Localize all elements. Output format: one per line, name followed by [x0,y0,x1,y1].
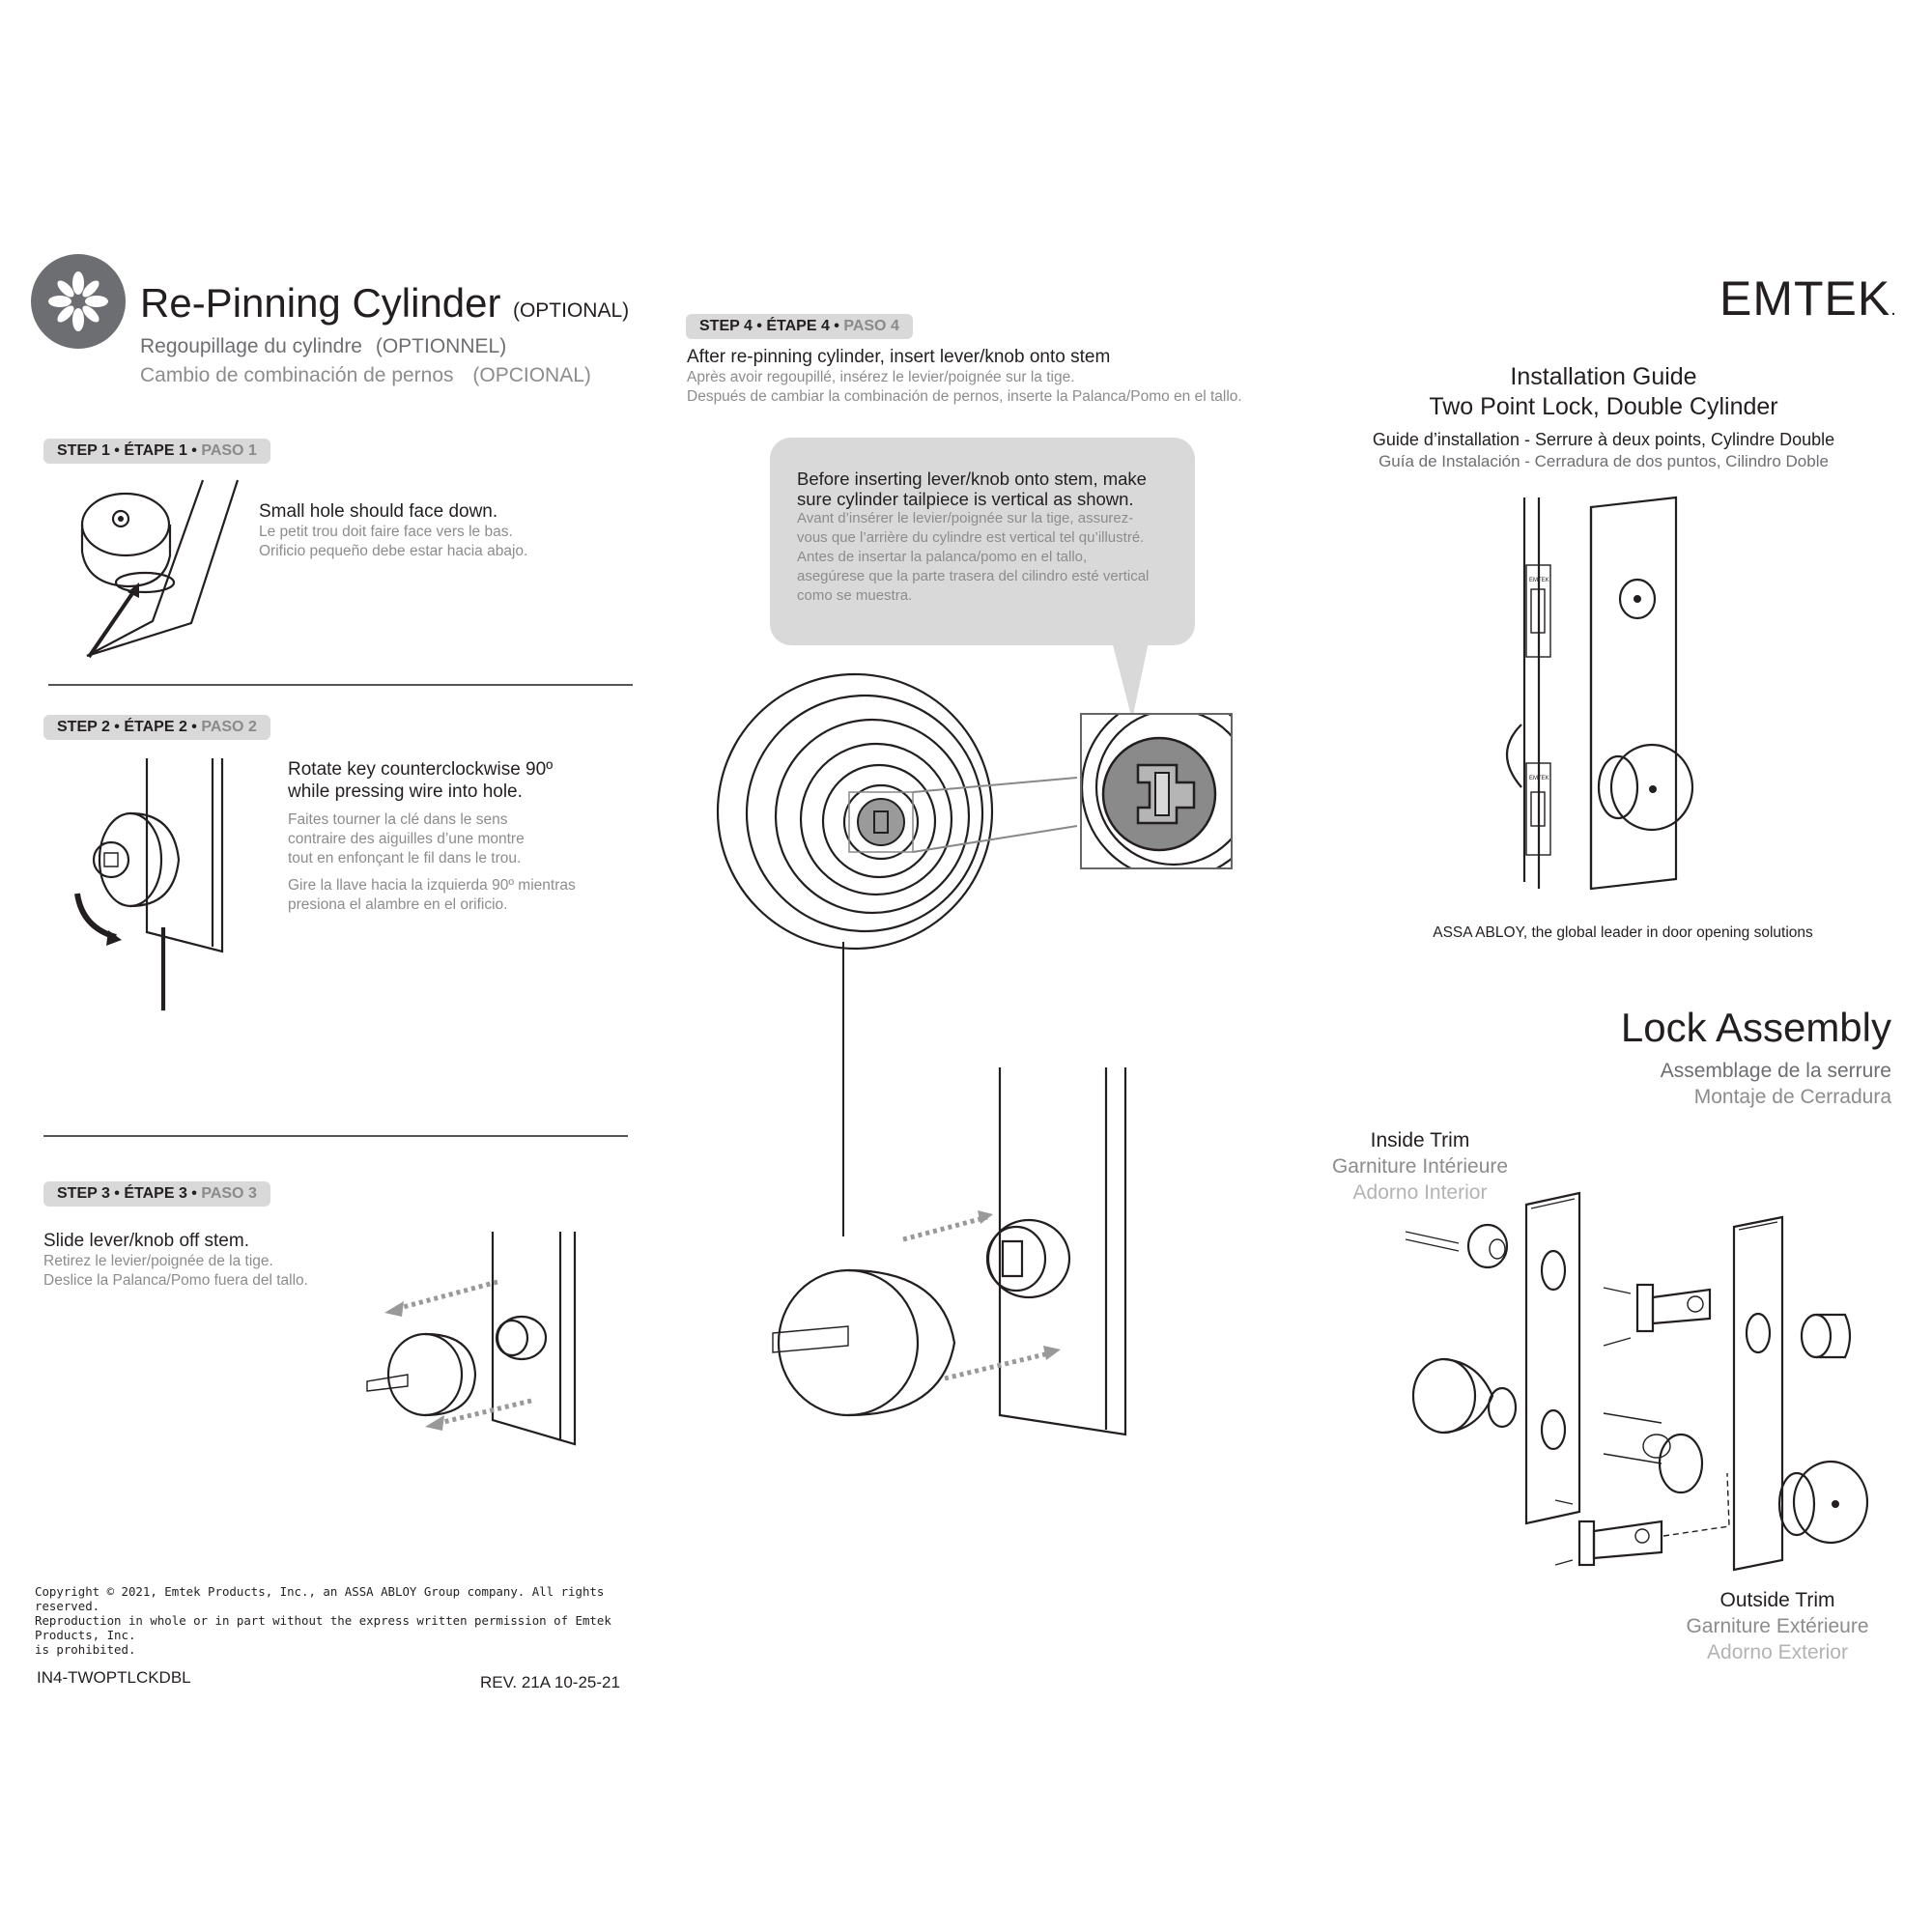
callout-fr-1: Avant d’insérer le levier/poignée sur la… [797,510,1134,526]
door-plate-label-upper: EMTEK [1529,578,1549,583]
tailpiece-zoom-icon [1082,715,1231,867]
guide-subtitle-fr: Guide d’installation - Serrure à deux po… [1372,430,1835,449]
page-subtitle-es: Cambio de combinación de pernos (OPCIONA… [140,364,591,387]
step3-text: Slide lever/knob off stem. Retirez le le… [43,1230,308,1291]
callout-en-1: Before inserting lever/knob onto stem, m… [797,469,1147,489]
step2-illustration [74,758,224,1011]
step4-heading: After re-pinning cylinder, insert lever/… [687,347,1111,367]
guide-titles: Installation Guide Two Point Lock, Doubl… [1333,362,1874,422]
copyright-line-1: Copyright © 2021, Emtek Products, Inc., … [35,1584,605,1613]
step4-assembly-illustration [772,1067,1127,1436]
step1-illustration [80,479,240,659]
callout-es-1: Antes de insertar la palanca/pomo en el … [797,549,1088,565]
brand-logo-text: EMTEK [1719,271,1891,326]
assembly-subtitle-es: Montaje de Cerradura [1693,1086,1891,1108]
step4-es: Después de cambiar la combinación de per… [687,388,1242,405]
step2-badge: STEP 2 • ÉTAPE 2 • PASO 2 [43,715,270,740]
step2-label-fr: ÉTAPE 2 • [124,719,197,735]
inside-trim-fr: Garniture Intérieure [1331,1155,1509,1178]
subtitle-fr-note: (OPTIONNEL) [375,335,507,357]
callout-es-3: como se muestra. [797,587,913,604]
door-lock-illustration [1506,496,1694,891]
connector-line [842,942,844,1236]
subtitle-es-note: (OPCIONAL) [472,364,591,386]
guide-title-2: Two Point Lock, Double Cylinder [1429,393,1778,420]
divider-2 [43,1135,628,1137]
brand-logo: EMTEK. [1719,270,1897,327]
step4-label-en: STEP 4 • [699,318,762,334]
subtitle-es-text: Cambio de combinación de pernos [140,364,454,386]
step3-label-en: STEP 3 • [57,1185,120,1202]
step1-es: Orificio pequeño debe estar hacia abajo. [259,543,528,559]
step2-fr-1: Faites tourner la clé dans le sens [288,811,508,828]
step4-text: After re-pinning cylinder, insert lever/… [687,346,1242,407]
page-subtitle-fr: Regoupillage du cylindre (OPTIONNEL) [140,335,506,358]
outside-trim-fr: Garniture Extérieure [1686,1615,1869,1637]
step1-heading: Small hole should face down. [259,501,498,522]
outside-trim-en: Outside Trim [1719,1589,1835,1611]
exploded-assembly-illustration [1405,1191,1869,1572]
callout-fr-2: vous que l’arrière du cylindre est verti… [797,529,1145,546]
guide-title-1: Installation Guide [1510,363,1697,390]
outside-trim-labels: Outside Trim Garniture Extérieure Adorno… [1671,1587,1884,1665]
page-title-text: Re-Pinning Cylinder [140,280,501,326]
outside-trim-es: Adorno Exterior [1707,1641,1848,1663]
step2-heading-1: Rotate key counterclockwise 90º [288,759,554,780]
step4-label-es: PASO 4 [843,318,899,334]
page-title: Re-Pinning Cylinder (OPTIONAL) [140,280,629,327]
cylinder-face-illustration [716,672,1078,951]
flower-petals-icon [48,271,108,331]
assa-abloy-tagline: ASSA ABLOY, the global leader in door op… [1433,924,1813,941]
step1-label-es: PASO 1 [201,442,257,459]
inside-trim-en: Inside Trim [1370,1129,1470,1151]
copyright-line-3: is prohibited. [35,1642,136,1657]
guide-subtitle-es: Guía de Instalación - Cerradura de dos p… [1378,452,1829,470]
step4-label-fr: ÉTAPE 4 • [766,318,839,334]
revision: REV. 21A 10-25-21 [480,1673,620,1691]
step1-fr: Le petit trou doit faire face vers le ba… [259,524,513,540]
copyright-notice: Copyright © 2021, Emtek Products, Inc., … [35,1584,643,1657]
step1-label-fr: ÉTAPE 1 • [124,442,197,459]
step2-text: Rotate key counterclockwise 90º while pr… [288,758,576,915]
step3-fr: Retirez le levier/poignée de la tige. [43,1253,273,1269]
divider-1 [48,684,633,686]
inside-trim-labels: Inside Trim Garniture Intérieure Adorno … [1314,1127,1526,1206]
step3-es: Deslice la Palanca/Pomo fuera del tallo. [43,1272,308,1289]
step2-fr-3: tout en enfonçant le fil dans le trou. [288,850,522,867]
step2-es-1: Gire la llave hacia la izquierda 90º mie… [288,877,576,894]
subtitle-fr-text: Regoupillage du cylindre [140,335,362,357]
callout-pointer [1111,638,1150,720]
brand-logo-mark: . [1890,298,1897,320]
step1-badge: STEP 1 • ÉTAPE 1 • PASO 1 [43,439,270,464]
inside-trim-es: Adorno Interior [1352,1181,1488,1204]
callout-bubble: Before inserting lever/knob onto stem, m… [770,438,1195,645]
step3-badge: STEP 3 • ÉTAPE 3 • PASO 3 [43,1181,270,1207]
door-plate-label-lower: EMTEK [1529,776,1549,781]
step1-label-en: STEP 1 • [57,442,120,459]
page-title-note: (OPTIONAL) [512,299,630,322]
step2-heading-2: while pressing wire into hole. [288,781,523,802]
callout-en-2: sure cylinder tailpiece is vertical as s… [797,489,1134,509]
step2-es-2: presiona el alambre en el orificio. [288,896,508,913]
step3-label-fr: ÉTAPE 3 • [124,1185,197,1202]
flower-badge-icon [31,254,126,349]
step3-label-es: PASO 3 [201,1185,257,1202]
step2-fr-2: contraire des aiguilles d’une montre [288,831,525,847]
step4-badge: STEP 4 • ÉTAPE 4 • PASO 4 [686,314,913,339]
doc-code: IN4-TWOPTLCKDBL [37,1668,191,1687]
callout-es-2: asegúrese que la parte trasera del cilin… [797,568,1150,584]
assembly-subtitle-fr: Assemblage de la serrure [1660,1060,1891,1082]
step2-label-en: STEP 2 • [57,719,120,735]
copyright-line-2: Reproduction in whole or in part without… [35,1613,611,1642]
step4-fr: Après avoir regoupillé, insérez le levie… [687,369,1075,385]
step3-heading: Slide lever/knob off stem. [43,1231,249,1251]
assembly-title: Lock Assembly [1620,1005,1891,1050]
tailpiece-zoom-detail [1080,713,1233,869]
step3-illustration [366,1232,577,1446]
step1-text: Small hole should face down. Le petit tr… [259,500,527,561]
step2-label-es: PASO 2 [201,719,257,735]
